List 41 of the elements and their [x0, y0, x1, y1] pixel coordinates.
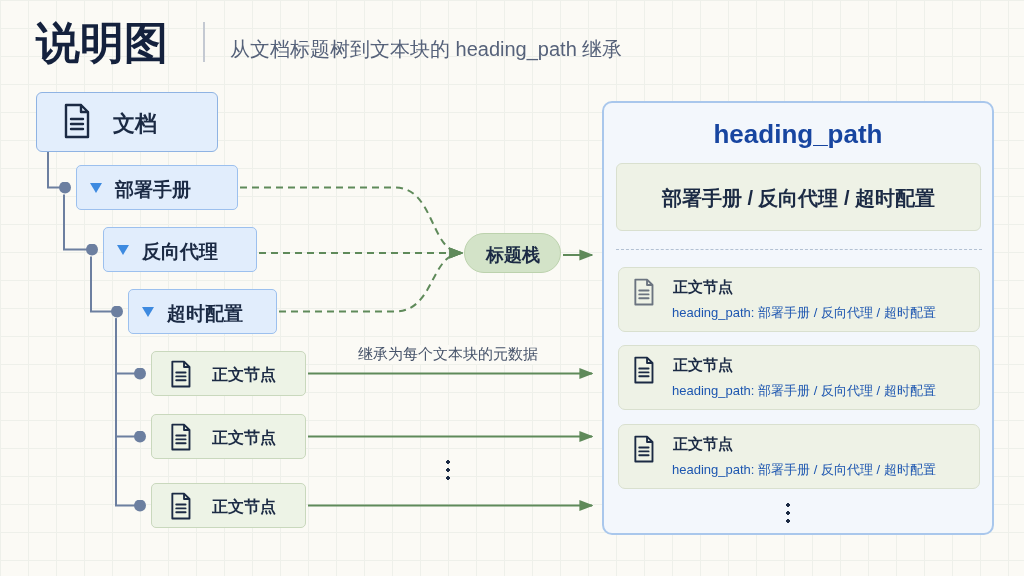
arrow [307, 430, 594, 443]
heading-box [76, 165, 238, 210]
heading-path-panel [602, 101, 994, 535]
subtitle: 从文档标题树到文本块的 heading_path 继承 [230, 37, 623, 63]
node-label: 正文节点 [212, 497, 276, 517]
heading-path-text: heading_path: 部署手册 / 反向代理 / 超时配置 [672, 461, 936, 479]
arrow [307, 367, 594, 380]
heading-path-text: heading_path: 部署手册 / 反向代理 / 超时配置 [672, 382, 936, 400]
chunk-card [618, 345, 980, 410]
node-label: 正文节点 [212, 428, 276, 448]
node-label: 正文节点 [212, 365, 276, 385]
node-label: 部署手册 [115, 178, 191, 202]
heading-stack-pill [464, 233, 561, 273]
title: 说明图 [36, 17, 168, 69]
heading-box [103, 227, 257, 272]
arrow [307, 499, 594, 512]
chunk-card [618, 424, 980, 489]
node-label: 超时配置 [167, 302, 243, 326]
heading-path-text: heading_path: 部署手册 / 反向代理 / 超时配置 [672, 304, 936, 322]
panel-heading: heading_path [712, 119, 884, 150]
body-node-box [151, 351, 306, 396]
chunk-card [618, 267, 980, 332]
arrow [562, 249, 594, 261]
heading-box [128, 289, 277, 334]
document-box [36, 92, 218, 152]
heading-path-text: 部署手册 / 反向代理 / 超时配置 [660, 186, 937, 211]
tree-connector [63, 193, 98, 256]
tree-connector [115, 317, 146, 512]
tree-connector [47, 151, 71, 194]
node-label: 反向代理 [142, 240, 218, 264]
body-node-box [151, 414, 306, 459]
card-title: 正文节点 [673, 435, 733, 454]
tree-connector [90, 255, 123, 318]
arrow [278, 249, 464, 313]
node-label: 文档 [113, 110, 157, 138]
path-box [616, 163, 981, 231]
card-title: 正文节点 [673, 278, 733, 297]
node-label: 标题栈 [484, 244, 541, 267]
body-node-box [151, 483, 306, 528]
edge-label: 继承为每个文本块的元数据 [356, 345, 540, 364]
card-title: 正文节点 [673, 356, 733, 375]
